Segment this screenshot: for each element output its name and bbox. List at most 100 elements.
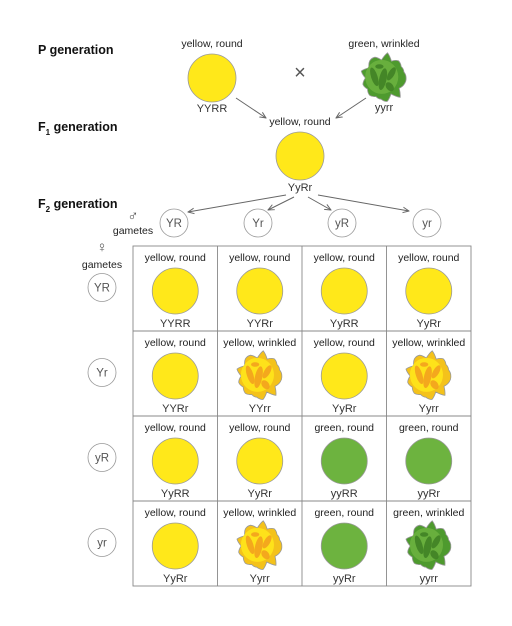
cell-genotype: yyRr [333, 573, 356, 585]
female-gamete-circle [87, 358, 117, 387]
cell-pea [320, 267, 368, 315]
cell-genotype: YyRR [330, 318, 359, 330]
cell-phenotype: yellow, round [314, 252, 375, 264]
cell-pea [151, 267, 199, 315]
cell-genotype: Yyrr [250, 573, 271, 585]
cell-pea [320, 522, 368, 570]
cell-phenotype: yellow, round [145, 337, 206, 349]
male-gamete-YR: YR [166, 218, 182, 230]
cell-genotype: yyRr [417, 488, 440, 500]
female-gamete-YR: YR [94, 283, 110, 295]
f1-genotype: YyRr [288, 182, 313, 194]
female-gamete-circle [87, 528, 117, 557]
male-gametes-label: gametes [113, 225, 153, 237]
punnett-cell: green, round yyRr [399, 422, 459, 500]
parent1-genotype: YYRR [197, 103, 228, 115]
punnett-cell: green, wrinkled yyrr [393, 507, 464, 585]
arrow-f1-to-gamete-YR [188, 194, 287, 212]
cell-genotype: YYRr [247, 318, 274, 330]
cell-genotype: yyRR [331, 488, 358, 500]
cell-genotype: yyrr [420, 573, 439, 585]
cell-pea [236, 520, 283, 570]
cell-genotype: YYRr [162, 403, 189, 415]
cell-genotype: YyRR [161, 488, 190, 500]
cell-pea [405, 267, 453, 315]
cell-phenotype: yellow, round [145, 507, 206, 519]
male-gamete-circle [327, 208, 357, 238]
parent1-pea [187, 53, 237, 103]
cell-genotype: YyRr [417, 318, 442, 330]
female-gamete-circle [87, 273, 117, 302]
punnett-cell: green, round yyRR [314, 422, 374, 500]
cell-pea [320, 352, 368, 400]
punnett-cell: green, round yyRr [314, 507, 374, 585]
male-symbol: ♂ [127, 208, 138, 225]
cell-pea [236, 437, 284, 485]
arrow-parent2-to-f1 [336, 97, 367, 118]
cell-genotype: YyRr [332, 403, 357, 415]
male-gamete-yR: yR [335, 218, 349, 230]
parent2-pea [360, 52, 407, 102]
f1-pea-shape [275, 131, 325, 181]
cell-genotype: YYrr [249, 403, 271, 415]
cell-phenotype: yellow, wrinkled [223, 337, 296, 349]
cell-pea [405, 350, 452, 400]
male-gamete-yr: yr [422, 218, 432, 230]
cell-genotype: YyRr [248, 488, 273, 500]
arrow-parent1-to-f1 [235, 97, 266, 118]
f1-phenotype: yellow, round [269, 116, 330, 128]
male-gamete-Yr: Yr [252, 218, 264, 230]
cell-phenotype: yellow, round [229, 252, 290, 264]
female-gamete-yR: yR [95, 453, 109, 465]
cell-genotype: YyRr [163, 573, 188, 585]
parent2-phenotype: green, wrinkled [348, 38, 419, 50]
cell-pea [320, 437, 368, 485]
f2-generation-label: F2 generation [38, 197, 117, 214]
cell-phenotype: yellow, round [314, 337, 375, 349]
arrow-f1-to-gamete-yr [317, 194, 409, 211]
parent2-pea-shape [360, 52, 407, 102]
f1-generation-label: F1 generation [38, 120, 117, 137]
cell-pea [236, 350, 283, 400]
female-gametes-label: gametes [82, 259, 122, 271]
cross-symbol: × [294, 62, 306, 84]
cell-phenotype: green, wrinkled [393, 507, 464, 519]
male-gametes-row: YR Yr yR yr [159, 208, 442, 238]
f1-pea [275, 131, 325, 181]
cell-phenotype: green, round [314, 422, 374, 434]
p-generation-label: P generation [38, 43, 113, 57]
female-gamete-Yr: Yr [96, 368, 108, 380]
cell-pea [151, 352, 199, 400]
cell-phenotype: yellow, round [145, 422, 206, 434]
cell-pea [151, 522, 199, 570]
cell-phenotype: yellow, wrinkled [223, 507, 296, 519]
cell-genotype: YYRR [160, 318, 191, 330]
cell-phenotype: yellow, round [398, 252, 459, 264]
cell-phenotype: yellow, wrinkled [392, 337, 465, 349]
cell-pea [405, 520, 452, 570]
arrow-f1-to-gamete-yR [307, 196, 331, 210]
cell-phenotype: green, round [399, 422, 459, 434]
arrow-f1-to-gamete-Yr [268, 196, 295, 210]
cell-phenotype: green, round [314, 507, 374, 519]
cell-pea [405, 437, 453, 485]
male-gamete-circle [159, 208, 189, 238]
cell-phenotype: yellow, round [145, 252, 206, 264]
male-gamete-circle [243, 208, 273, 238]
female-symbol: ♀ [96, 239, 107, 256]
